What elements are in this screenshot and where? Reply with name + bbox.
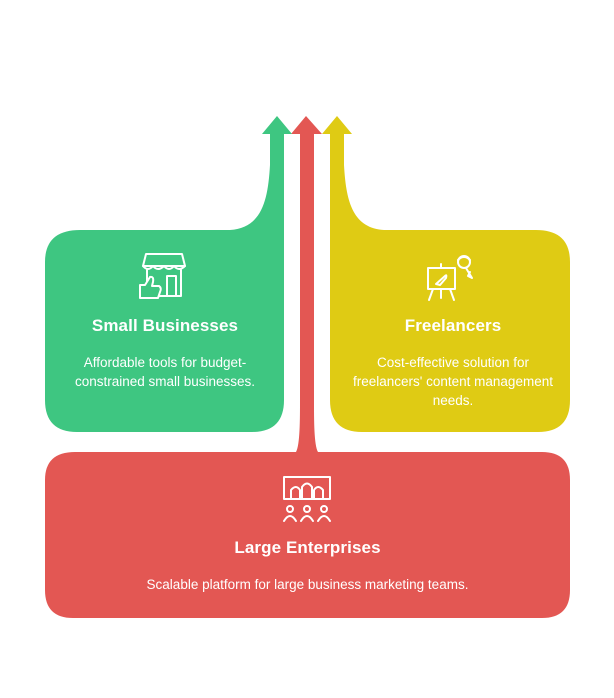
freelancers-title: Freelancers (404, 316, 502, 335)
freelancers-shape (322, 116, 570, 432)
freelancers-description: Cost-effective solution for freelancers'… (353, 355, 553, 408)
easel-painter-icon (427, 255, 473, 301)
small-businesses-description: Affordable tools for budget-constrained … (74, 355, 256, 389)
team-building-icon (283, 476, 331, 522)
large-enterprises-title: Large Enterprises (234, 538, 381, 557)
small-businesses-title: Small Businesses (91, 316, 239, 335)
storefront-thumbs-up-icon (139, 253, 186, 299)
large-enterprises-description: Scalable platform for large business mar… (146, 577, 469, 592)
large-enterprises-shape (45, 116, 570, 618)
small-businesses-shape (45, 116, 292, 432)
